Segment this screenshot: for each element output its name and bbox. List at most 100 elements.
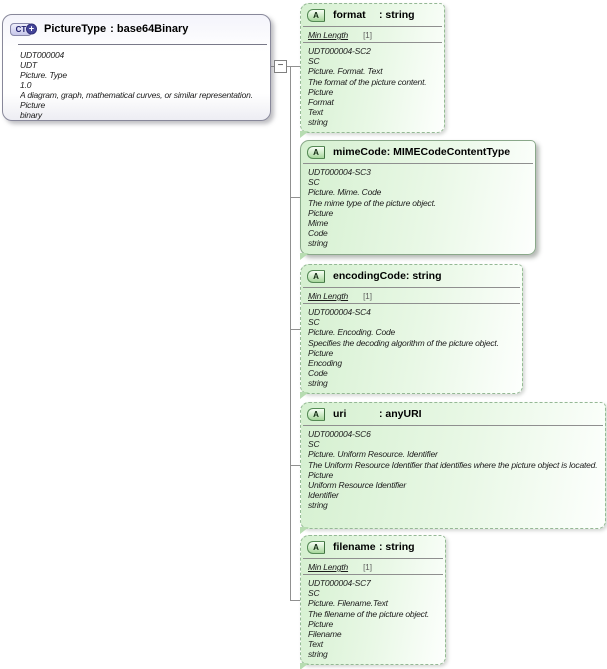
complextype-icon: CT + (10, 22, 37, 36)
detail-line: SC (308, 177, 320, 188)
detail-line: Specifies the decoding algorithm of the … (308, 337, 499, 348)
attribute-type: : string (405, 270, 442, 282)
detail-line: string (308, 649, 328, 660)
complextype-icon-label: CT (15, 24, 27, 34)
detail-line: UDT000004 (20, 50, 65, 60)
node-annotation: UDT000004 UDT Picture. Type 1.0 A diagra… (3, 45, 270, 120)
facet-label: Min Length (308, 30, 349, 40)
facet-row: Min Length [1] (301, 559, 445, 574)
attribute-node-filename[interactable]: A filename : string Min Length [1] UDT00… (300, 535, 446, 665)
detail-line: string (308, 238, 328, 249)
detail-line: Picture (308, 86, 334, 97)
attribute-icon: A (307, 540, 325, 554)
separator (303, 303, 520, 304)
detail-line: SC (308, 588, 320, 599)
attribute-icon: A (307, 269, 325, 283)
collapse-toggle[interactable]: − (274, 60, 287, 73)
attribute-type: : anyURI (379, 408, 422, 420)
node-annotation: UDT000004-SC2 SC Picture. Format. Text T… (301, 43, 444, 128)
connector-line (290, 329, 300, 330)
detail-line: Text (308, 639, 323, 650)
detail-line: Uniform Resource Identifier (308, 480, 407, 491)
separator (303, 287, 520, 288)
separator (303, 558, 443, 559)
attribute-type: : MIMECodeContentType (386, 146, 511, 158)
node-header: A uri : anyURI (301, 403, 605, 425)
detail-line: UDT (20, 60, 37, 70)
detail-line: The Uniform Resource Identifier that ide… (308, 459, 598, 470)
attribute-name: filename (333, 541, 376, 553)
attribute-node-mimecode[interactable]: A mimeCode : MIMECodeContentType UDT0000… (300, 140, 536, 255)
detail-line: SC (308, 317, 320, 328)
facet-label: Min Length (308, 291, 349, 301)
facet-value: [1] (363, 563, 372, 572)
attribute-type: : string (379, 541, 415, 553)
node-type: : base64Binary (110, 23, 189, 35)
detail-line: Picture (308, 347, 334, 358)
detail-line: Picture. Filename.Text (308, 598, 388, 609)
detail-line: string (308, 117, 328, 128)
detail-line: Picture. Format. Text (308, 66, 383, 77)
facet-value: [1] (363, 292, 372, 301)
detail-line: Encoding (308, 358, 342, 369)
derivation-plus-icon: + (26, 23, 37, 35)
detail-line: UDT000004-SC3 (308, 167, 371, 177)
attribute-node-format[interactable]: A format : string Min Length [1] UDT0000… (300, 3, 445, 133)
detail-line: Text (308, 107, 323, 118)
detail-line: 1.0 (20, 80, 32, 90)
detail-line: The mime type of the picture object. (308, 197, 436, 208)
node-header: A encodingCode : string (301, 265, 522, 287)
detail-line: Picture (308, 469, 334, 480)
node-annotation: UDT000004-SC6 SC Picture. Uniform Resour… (301, 426, 605, 511)
detail-line: The filename of the picture object. (308, 608, 430, 619)
node-annotation: UDT000004-SC4 SC Picture. Encoding. Code… (301, 304, 522, 389)
detail-line: A diagram, graph, mathematical curves, o… (20, 90, 253, 100)
connector-line (290, 465, 300, 466)
detail-line: UDT000004-SC6 (308, 429, 371, 439)
detail-line: UDT000004-SC7 (308, 578, 371, 588)
attribute-icon: A (307, 145, 325, 159)
detail-line: Picture. Mime. Code (308, 187, 382, 198)
detail-line: string (308, 378, 328, 389)
facet-value: [1] (363, 31, 372, 40)
attribute-name: encodingCode (333, 270, 406, 282)
node-header: A mimeCode : MIMECodeContentType (301, 141, 535, 163)
detail-line: Format (308, 97, 334, 108)
attribute-node-uri[interactable]: A uri : anyURI UDT000004-SC6 SC Picture.… (300, 402, 606, 529)
node-annotation: UDT000004-SC7 SC Picture. Filename.Text … (301, 575, 445, 660)
separator (303, 26, 442, 27)
detail-line: string (308, 500, 328, 511)
separator (303, 425, 603, 426)
node-header: A format : string (301, 4, 444, 26)
attribute-node-encodingcode[interactable]: A encodingCode : string Min Length [1] U… (300, 264, 523, 394)
detail-line: Picture. Encoding. Code (308, 327, 396, 338)
connector-line (290, 197, 300, 198)
detail-line: Filename (308, 629, 342, 640)
detail-line: UDT000004-SC2 (308, 46, 371, 56)
complextype-node-picturetype[interactable]: CT + PictureType: base64Binary UDT000004… (2, 14, 271, 121)
attribute-name: uri (333, 408, 347, 420)
detail-line: Picture. Type (20, 70, 67, 80)
facet-row: Min Length [1] (301, 288, 522, 303)
detail-line: Picture (308, 618, 334, 629)
separator (303, 163, 533, 164)
attribute-type: : string (379, 9, 415, 21)
connector-trunk (290, 66, 291, 601)
detail-line: SC (308, 56, 320, 67)
node-annotation: UDT000004-SC3 SC Picture. Mime. Code The… (301, 164, 535, 249)
detail-line: binary (20, 110, 42, 120)
detail-line: SC (308, 439, 320, 450)
detail-line: Code (308, 228, 328, 239)
attribute-icon: A (307, 8, 325, 22)
attribute-name: format (333, 9, 366, 21)
facet-label: Min Length (308, 562, 349, 572)
detail-line: Picture (20, 100, 46, 110)
attribute-icon: A (307, 407, 325, 421)
detail-line: The format of the picture content. (308, 76, 427, 87)
detail-line: Mime (308, 218, 328, 229)
detail-line: Identifier (308, 490, 339, 501)
detail-line: Picture. Uniform Resource. Identifier (308, 449, 438, 460)
detail-line: UDT000004-SC4 (308, 307, 371, 317)
separator (303, 574, 443, 575)
